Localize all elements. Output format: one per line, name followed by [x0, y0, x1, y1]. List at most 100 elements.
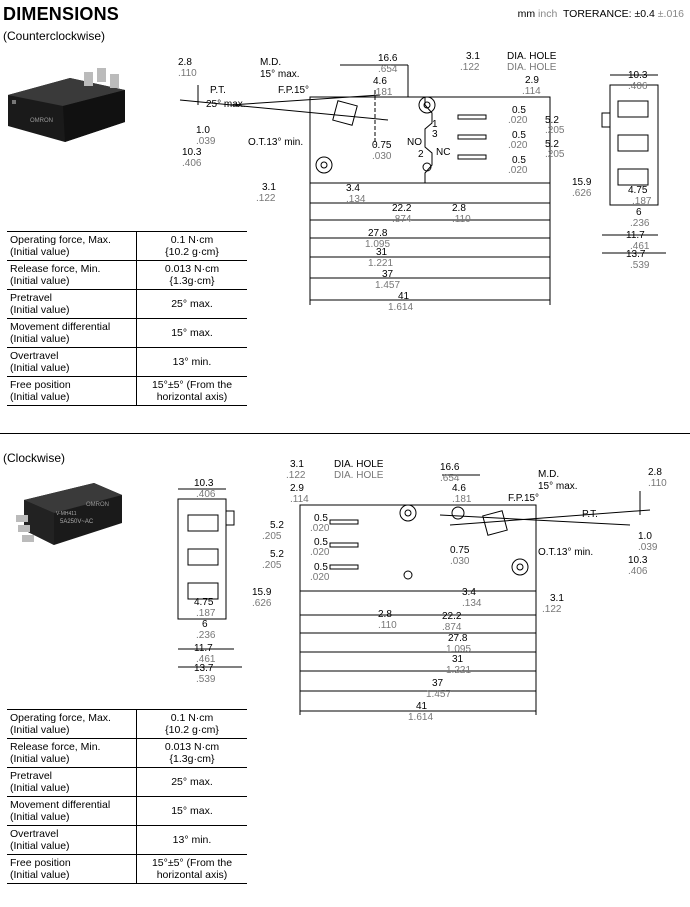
- dim-4-75: 4.75: [628, 185, 648, 196]
- spec-label-sub: (Initial value): [10, 333, 70, 345]
- spec-label-sub: (Initial value): [10, 362, 70, 374]
- spec-label-sub: (Initial value): [10, 840, 70, 852]
- cw-dim-3-4: 3.4: [462, 587, 476, 598]
- cw-dim-5-2-b: 5.2: [270, 549, 284, 560]
- spec-row: Movement differential(Initial value)15° …: [7, 796, 247, 826]
- photo-print-2: V-MH411: [56, 511, 77, 517]
- cw-dim-hole-label-in: DIA. HOLE: [334, 470, 384, 481]
- dim-1221: 1.221: [368, 258, 393, 269]
- dim-020-b: .020: [508, 140, 528, 151]
- cw-dim-1095: 1.095: [446, 644, 471, 655]
- cw-dim-030: .030: [450, 556, 470, 567]
- dim-hole-in: .122: [460, 62, 480, 73]
- cw-dim-205-b: .205: [262, 560, 282, 571]
- spec-value-text-2: {10.2 g·cm}: [165, 724, 219, 736]
- spec-value-text-2: horizontal axis): [156, 869, 228, 881]
- cw-dim-110: .110: [648, 478, 667, 489]
- dim-1-0: 1.0: [196, 125, 210, 136]
- dim-31: 31: [376, 247, 388, 258]
- dim-539: .539: [630, 260, 650, 271]
- spec-label-text: Overtravel: [10, 350, 59, 362]
- cw-dim-0-5-a: 0.5: [314, 513, 328, 524]
- dim-030: .030: [372, 151, 392, 162]
- dim-pt-val: 25° max.: [206, 99, 246, 110]
- cw-dim-41: 41: [416, 701, 428, 712]
- cw-dim-539: .539: [196, 674, 216, 685]
- spec-table-ccw: Operating force, Max.(Initial value)0.1 …: [7, 231, 247, 406]
- cw-dim-110-b: .110: [378, 620, 397, 631]
- section-title-ccw: (Counterclockwise): [3, 29, 106, 43]
- spec-table-cw: Operating force, Max.(Initial value)0.1 …: [7, 709, 247, 884]
- spec-label-sub: (Initial value): [10, 782, 70, 794]
- label-t2: 2: [418, 149, 424, 160]
- photo-brand-text-2: OMRON: [86, 502, 109, 508]
- spec-value: 0.013 N·cm{1.3g·cm}: [136, 738, 247, 768]
- dim-5-2-a: 5.2: [545, 115, 559, 126]
- cw-dim-1221: 1.221: [446, 665, 471, 676]
- dim-fp: F.P.15°: [278, 85, 309, 96]
- cw-dim-236: .236: [196, 630, 216, 641]
- dim-110: .110: [178, 68, 197, 79]
- spec-row: Free position(Initial value)15°±5° (From…: [7, 854, 247, 884]
- dim-654: .654: [378, 64, 398, 75]
- spec-value: 0.1 N·cm{10.2 g·cm}: [136, 231, 247, 261]
- page-title: DIMENSIONS: [3, 4, 120, 24]
- spec-label: Pretravel(Initial value): [7, 289, 137, 319]
- spec-value-text: 13° min.: [172, 356, 212, 368]
- spec-label-sub: (Initial value): [10, 724, 70, 736]
- cw-dim-114: .114: [290, 494, 309, 505]
- dim-11-7: 11.7: [626, 230, 645, 241]
- spec-value-text: 0.1 N·cm: [170, 712, 214, 724]
- spec-value-text: 0.1 N·cm: [170, 234, 214, 246]
- cw-dim-1457: 1.457: [426, 689, 451, 700]
- cw-dim-181: .181: [452, 494, 472, 505]
- spec-label: Free position(Initial value): [7, 376, 137, 406]
- spec-label: Pretravel(Initial value): [7, 767, 137, 797]
- cw-dim-11-7: 11.7: [194, 643, 213, 654]
- spec-label: Release force, Min.(Initial value): [7, 738, 137, 768]
- cw-dim-2-9: 2.9: [290, 483, 304, 494]
- cw-dim-hole-in: .122: [286, 470, 306, 481]
- dim-hole-label-in: DIA. HOLE: [507, 62, 557, 73]
- spec-value-text: 25° max.: [171, 776, 213, 788]
- dim-10-3: 10.3: [182, 147, 202, 158]
- spec-value-text: 25° max.: [171, 298, 213, 310]
- spec-row: Movement differential(Initial value)15° …: [7, 318, 247, 348]
- spec-label-text: Release force, Min.: [10, 741, 101, 753]
- cw-dim-461: .461: [196, 654, 216, 665]
- spec-label-text: Movement differential: [10, 321, 111, 333]
- spec-label: Release force, Min.(Initial value): [7, 260, 137, 290]
- label-t1: 1: [432, 119, 438, 130]
- cw-dim-2-8-b: 2.8: [378, 609, 392, 620]
- spec-label-text: Pretravel: [10, 770, 53, 782]
- cw-dim-hole-b-in: .122: [542, 604, 562, 615]
- cw-dim-4-75: 4.75: [194, 597, 214, 608]
- dim-181: .181: [373, 87, 393, 98]
- dim-0-5-a: 0.5: [512, 105, 526, 116]
- spec-value-text: 15°±5° (From the: [151, 857, 233, 869]
- cw-dim-0-5-b: 0.5: [314, 537, 328, 548]
- section-divider: [0, 433, 690, 434]
- cw-dim-hole-label: DIA. HOLE: [334, 459, 384, 470]
- dim-hole-b: 3.1: [262, 182, 276, 193]
- dim-md: M.D.: [260, 57, 281, 68]
- switch-photo-cw: 5A250V~AC V-MH411 OMRON: [16, 483, 122, 545]
- photo-brand-text: OMRON: [30, 118, 53, 124]
- spec-label-sub: (Initial value): [10, 391, 70, 403]
- dim-114: .114: [522, 86, 541, 97]
- cw-dim-13-7: 13.7: [194, 663, 214, 674]
- cw-dim-md-val: 15° max.: [538, 481, 578, 492]
- dim-pt: P.T.: [210, 85, 226, 96]
- spec-value-text: 0.013 N·cm: [164, 263, 220, 275]
- spec-label-text: Free position: [10, 857, 71, 869]
- cw-dim-ot: O.T.13° min.: [538, 547, 593, 558]
- dim-hole-label: DIA. HOLE: [507, 51, 557, 62]
- cw-dim-10-3: 10.3: [194, 478, 214, 489]
- spec-value: 13° min.: [136, 347, 247, 377]
- dim-3-4: 3.4: [346, 183, 360, 194]
- spec-value-text-2: {10.2 g·cm}: [165, 246, 219, 258]
- spec-value: 15° max.: [136, 796, 247, 826]
- cw-dim-pt: P.T.: [582, 509, 598, 520]
- spec-row: Overtravel(Initial value) 13° min.: [7, 347, 247, 377]
- dim-205-b: .205: [545, 149, 565, 160]
